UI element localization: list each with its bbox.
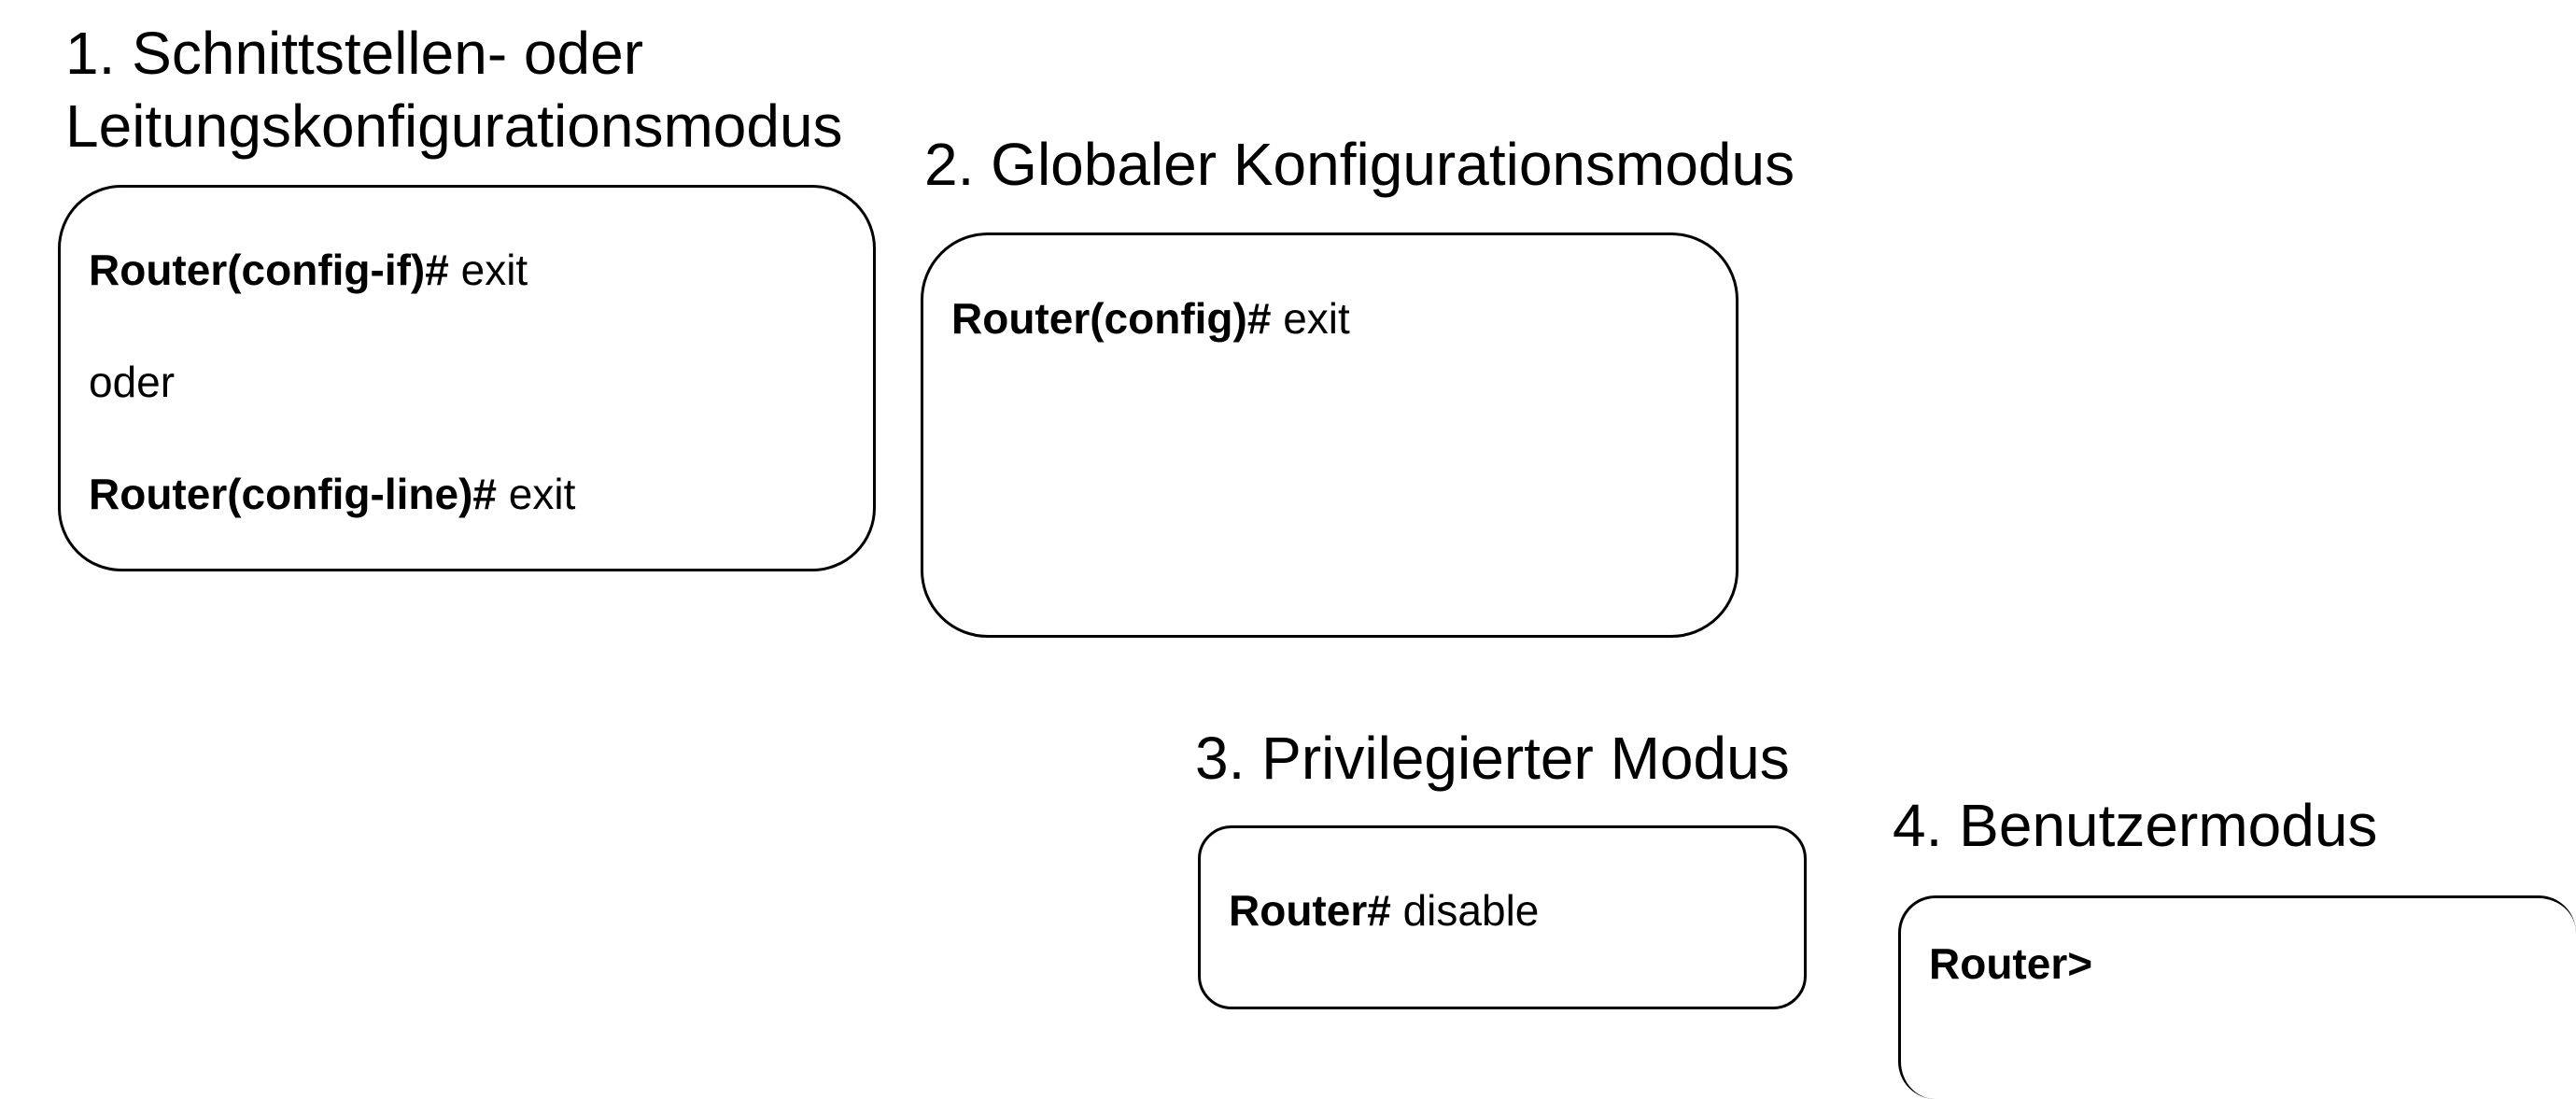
mode-1-command-line-1: Router(config-if)#exit — [89, 244, 528, 296]
mode-3-box: Router#disable — [1198, 825, 1807, 1009]
cli-prompt: Router# — [1229, 886, 1391, 935]
cli-command: exit — [460, 246, 528, 294]
mode-2-box: Router(config)#exit — [921, 232, 1738, 638]
mode-1-or-text: oder — [89, 358, 176, 406]
cli-prompt: Router(config-if)# — [89, 246, 449, 294]
cli-command: exit — [508, 470, 576, 518]
cli-command: exit — [1283, 294, 1350, 343]
mode-1-box: Router(config-if)#exit oder Router(confi… — [58, 185, 876, 571]
mode-1-heading-line-2: Leitungskonfigurationsmodus — [65, 92, 843, 160]
mode-3-command-line: Router#disable — [1229, 884, 1539, 937]
cli-prompt: Router> — [1929, 939, 2093, 988]
cli-prompt: Router(config)# — [951, 294, 1272, 343]
mode-1-heading: 1. Schnittstellen- oder Leitungskonfigur… — [65, 17, 843, 162]
mode-2-command-line: Router(config)#exit — [951, 292, 1350, 345]
mode-2-heading: 2. Globaler Konfigurationsmodus — [924, 131, 1795, 198]
cli-prompt: Router(config-line)# — [89, 470, 497, 518]
mode-1-command-line-2: Router(config-line)#exit — [89, 468, 575, 520]
mode-1-heading-line-1: 1. Schnittstellen- oder — [65, 20, 643, 87]
mode-4-heading: 4. Benutzermodus — [1893, 792, 2378, 859]
cli-command: disable — [1402, 886, 1540, 935]
mode-4-command-line: Router> — [1929, 937, 2092, 990]
mode-4-box: Router> — [1898, 895, 2576, 1099]
mode-3-heading: 3. Privilegierter Modus — [1195, 725, 1790, 792]
